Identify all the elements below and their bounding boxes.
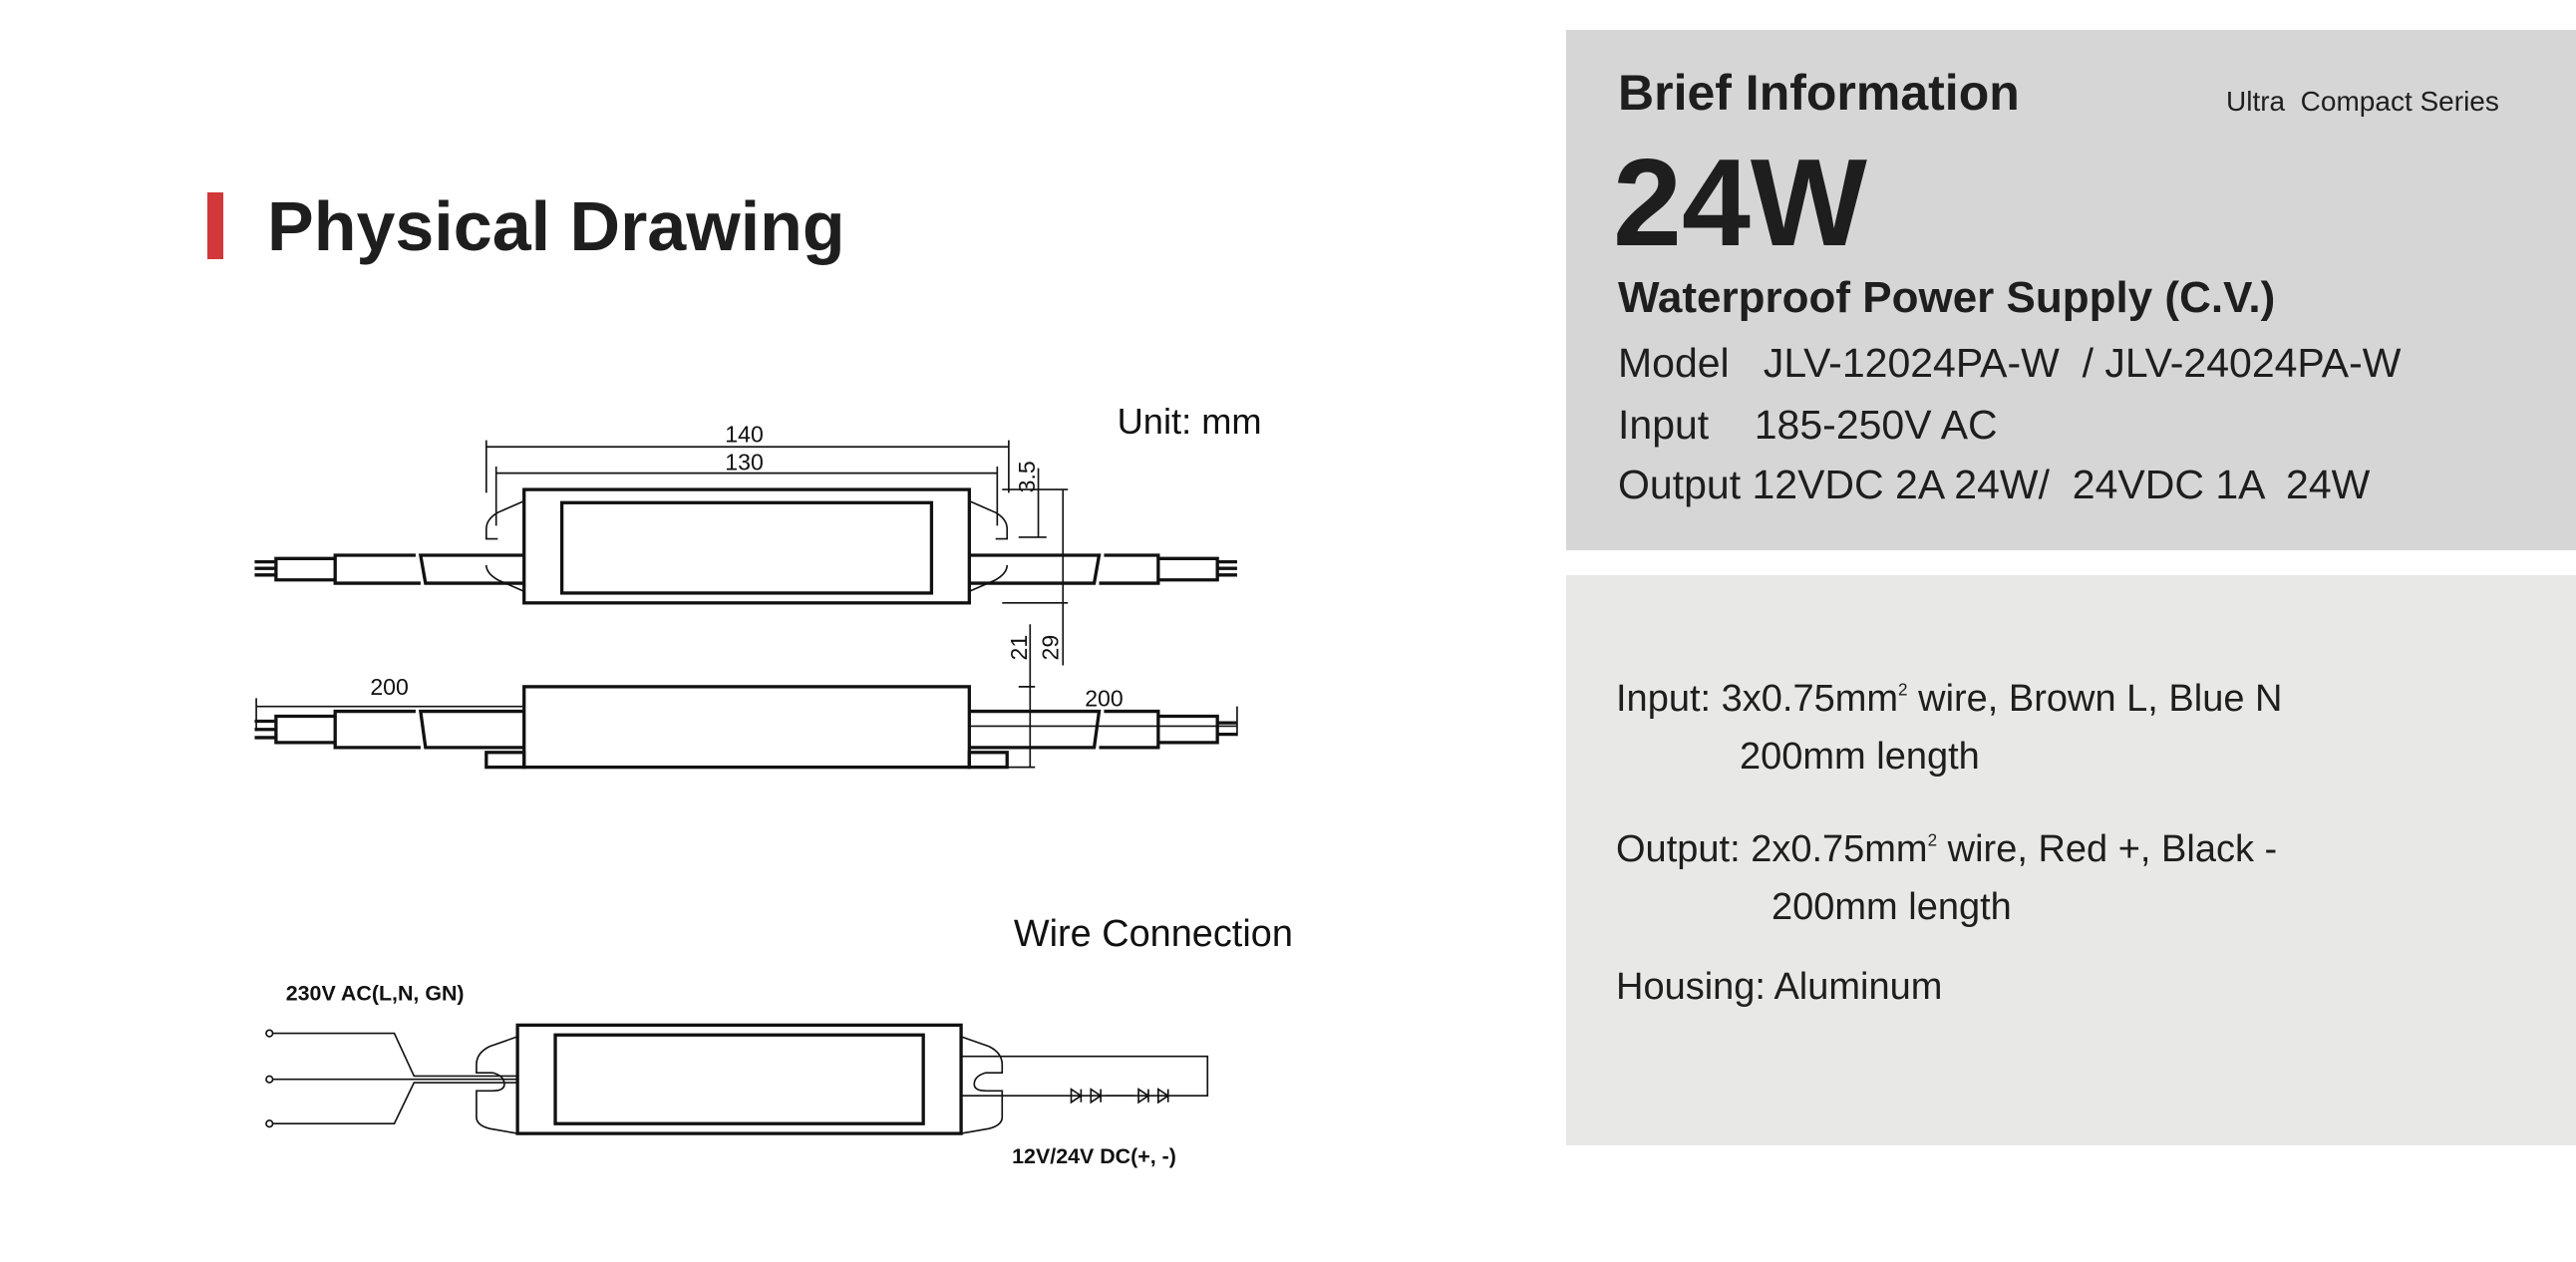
input-wire-size: Input: 3x0.75mm: [1616, 678, 1899, 720]
wire-connection-title: Wire Connection: [1014, 913, 1293, 955]
dim-3-5: 3.5: [1014, 461, 1040, 492]
product-type: Waterproof Power Supply (C.V.): [1618, 273, 2276, 322]
dim-200-left: 200: [370, 674, 408, 700]
section-title: Physical Drawing: [267, 187, 845, 265]
output-wire-colors: wire, Red +, Black -: [1937, 828, 2278, 870]
input-label: 230V AC(L,N, GN): [286, 982, 465, 1006]
model-line: Model JLV-12024PA-W / JLV-24024PA-W: [1618, 340, 2402, 386]
output-wire-length: 200mm length: [1771, 886, 2012, 928]
superscript: 2: [1927, 830, 1938, 850]
dim-130: 130: [725, 449, 763, 474]
unit-label: Unit: mm: [1118, 401, 1262, 442]
wire-connection-diagram: Wire Connection 230V AC(L,N, GN) 12V/24V…: [265, 913, 1293, 1168]
section-accent-bar: [207, 192, 223, 259]
input-wire-spec: Input: 3x0.75mm2 wire, Brown L, Blue N: [1616, 680, 2282, 718]
dim-21: 21: [1006, 635, 1032, 661]
input-wire-colors: wire, Brown L, Blue N: [1907, 678, 2283, 720]
housing-spec: Housing: Aluminum: [1616, 966, 1943, 1008]
output-line: Output 12VDC 2A 24W/ 24VDC 1A 24W: [1618, 462, 2371, 507]
output-label: 12V/24V DC(+, -): [1012, 1144, 1176, 1168]
superscript: 2: [1898, 680, 1908, 700]
side-view: 200 200 21: [254, 624, 1238, 770]
wire-details-panel: [1566, 575, 2576, 1145]
input-wire-length: 200mm length: [1740, 736, 1980, 778]
brief-info-heading: Brief Information: [1618, 65, 2020, 121]
top-view: 140 130 3.5 29 Unit: mm: [254, 401, 1262, 666]
output-wire-size: Output: 2x0.75mm: [1616, 828, 1928, 870]
dim-200-right: 200: [1085, 686, 1123, 712]
dim-29: 29: [1037, 635, 1063, 661]
wattage: 24W: [1613, 135, 1867, 272]
dim-140: 140: [725, 421, 763, 447]
output-wire-spec: Output: 2x0.75mm2 wire, Red +, Black -: [1616, 830, 2277, 868]
brief-info-panel: [1566, 30, 2576, 550]
series-label: Ultra Compact Series: [2226, 86, 2499, 117]
input-line: Input 185-250V AC: [1618, 402, 1998, 448]
